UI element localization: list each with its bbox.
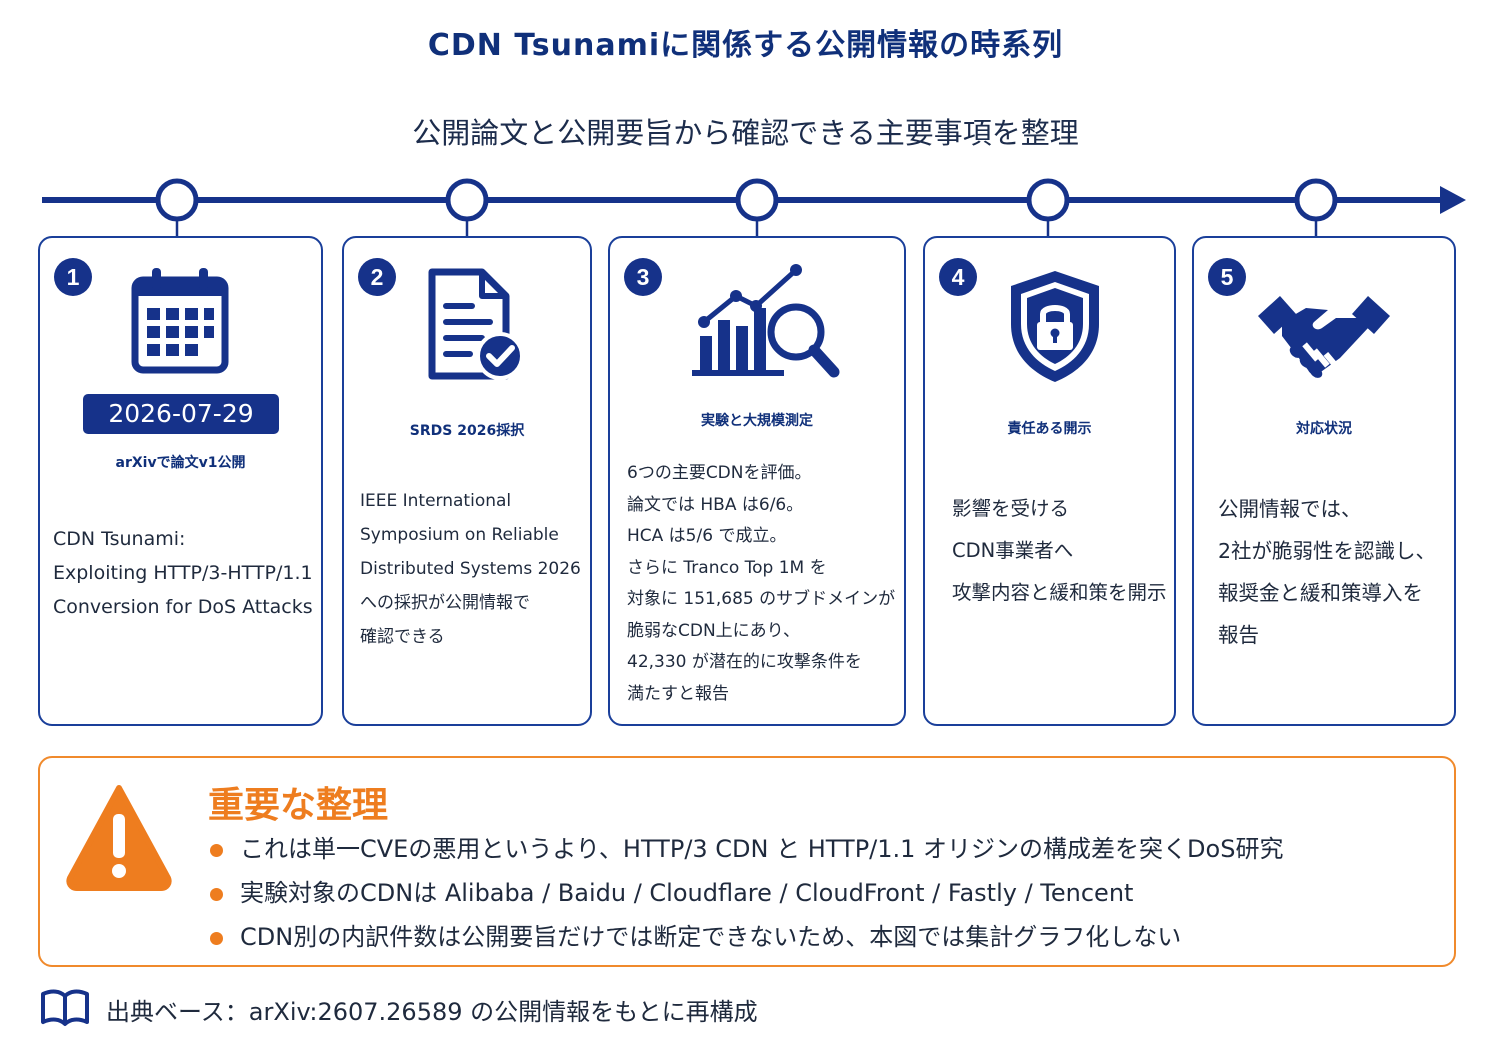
- notice-bullet: これは単一CVEの悪用というより、HTTP/3 CDN と HTTP/1.1 オ…: [210, 832, 1283, 876]
- step-title: arXivで論文v1公開: [115, 455, 246, 471]
- important-notice: 重要な整理 これは単一CVEの悪用というより、HTTP/3 CDN と HTTP…: [38, 756, 1456, 967]
- step-number-badge: 3: [624, 258, 662, 296]
- calendar-icon: [131, 268, 229, 374]
- notice-bullet: 実験対象のCDNは Alibaba / Baidu / Cloudflare /…: [210, 876, 1283, 920]
- step-title: 対応状況: [1296, 421, 1352, 437]
- step-title: SRDS 2026採択: [409, 423, 525, 439]
- notice-title: 重要な整理: [208, 785, 389, 826]
- step-number-badge: 2: [358, 258, 396, 296]
- step-card-1: 1 2026-07-29 arXivで論文v1公開 CDN Tsunami: E…: [38, 236, 323, 726]
- notice-bullet: CDN別の内訳件数は公開要旨だけでは断定できないため、本図では集計グラフ化しない: [210, 920, 1283, 964]
- date-tag: 2026-07-29: [83, 394, 279, 434]
- step-card-2: 2 SRDS 2026採択 IEEE International Symposi…: [342, 236, 592, 726]
- step-description: CDN Tsunami: Exploiting HTTP/3-HTTP/1.1 …: [53, 528, 313, 618]
- page-subtitle: 公開論文と公開要旨から確認できる主要事項を整理: [412, 116, 1079, 150]
- step-number-badge: 4: [939, 258, 977, 296]
- step-description: 影響を受ける CDN事業者へ 攻撃内容と緩和策を開示: [952, 497, 1167, 604]
- chart-magnifier-icon: [692, 264, 840, 378]
- page-title: CDN Tsunamiに関係する公開情報の時系列: [427, 28, 1064, 63]
- step-description: 6つの主要CDNを評価。 論文では HBA は6/6。 HCA は5/6 で成立…: [627, 463, 896, 704]
- step-number-badge: 5: [1208, 258, 1246, 296]
- step-card-4: 4 責任ある開示 影響を受ける CDN事業者へ 攻撃内容と緩和策を開示: [923, 236, 1176, 726]
- step-description: 公開情報では、 2社が脆弱性を認識し、 報奨金と緩和策導入を 報告: [1218, 497, 1437, 647]
- handshake-icon: [1258, 296, 1390, 378]
- timeline-node-1: [155, 178, 199, 238]
- timeline-node-4: [1026, 178, 1070, 238]
- notice-bullets: これは単一CVEの悪用というより、HTTP/3 CDN と HTTP/1.1 オ…: [210, 832, 1283, 964]
- step-title: 責任ある開示: [1007, 421, 1092, 437]
- source-text: 出典ベース：arXiv:2607.26589 の公開情報をもとに再構成: [106, 998, 758, 1026]
- step-number-badge: 1: [54, 258, 92, 296]
- warning-icon: [66, 785, 172, 891]
- book-icon: [41, 989, 89, 1026]
- document-check-icon: [428, 268, 524, 380]
- timeline-arrow: [42, 178, 1466, 238]
- step-description: IEEE International Symposium on Reliable…: [360, 491, 581, 647]
- timeline-node-3: [735, 178, 779, 238]
- step-title: 実験と大規模測定: [701, 413, 813, 429]
- step-card-3: 3 実験と大規模測定 6つの主要CDNを評価。 論文では HBA は6/6。 H…: [608, 236, 906, 726]
- timeline-node-5: [1294, 178, 1338, 238]
- shield-lock-icon: [1011, 271, 1099, 382]
- timeline-node-2: [445, 178, 489, 238]
- step-card-5: 5 対応状況 公開情報では、 2社が脆弱性を認識し、 報奨金と緩和策導入を 報告: [1192, 236, 1456, 726]
